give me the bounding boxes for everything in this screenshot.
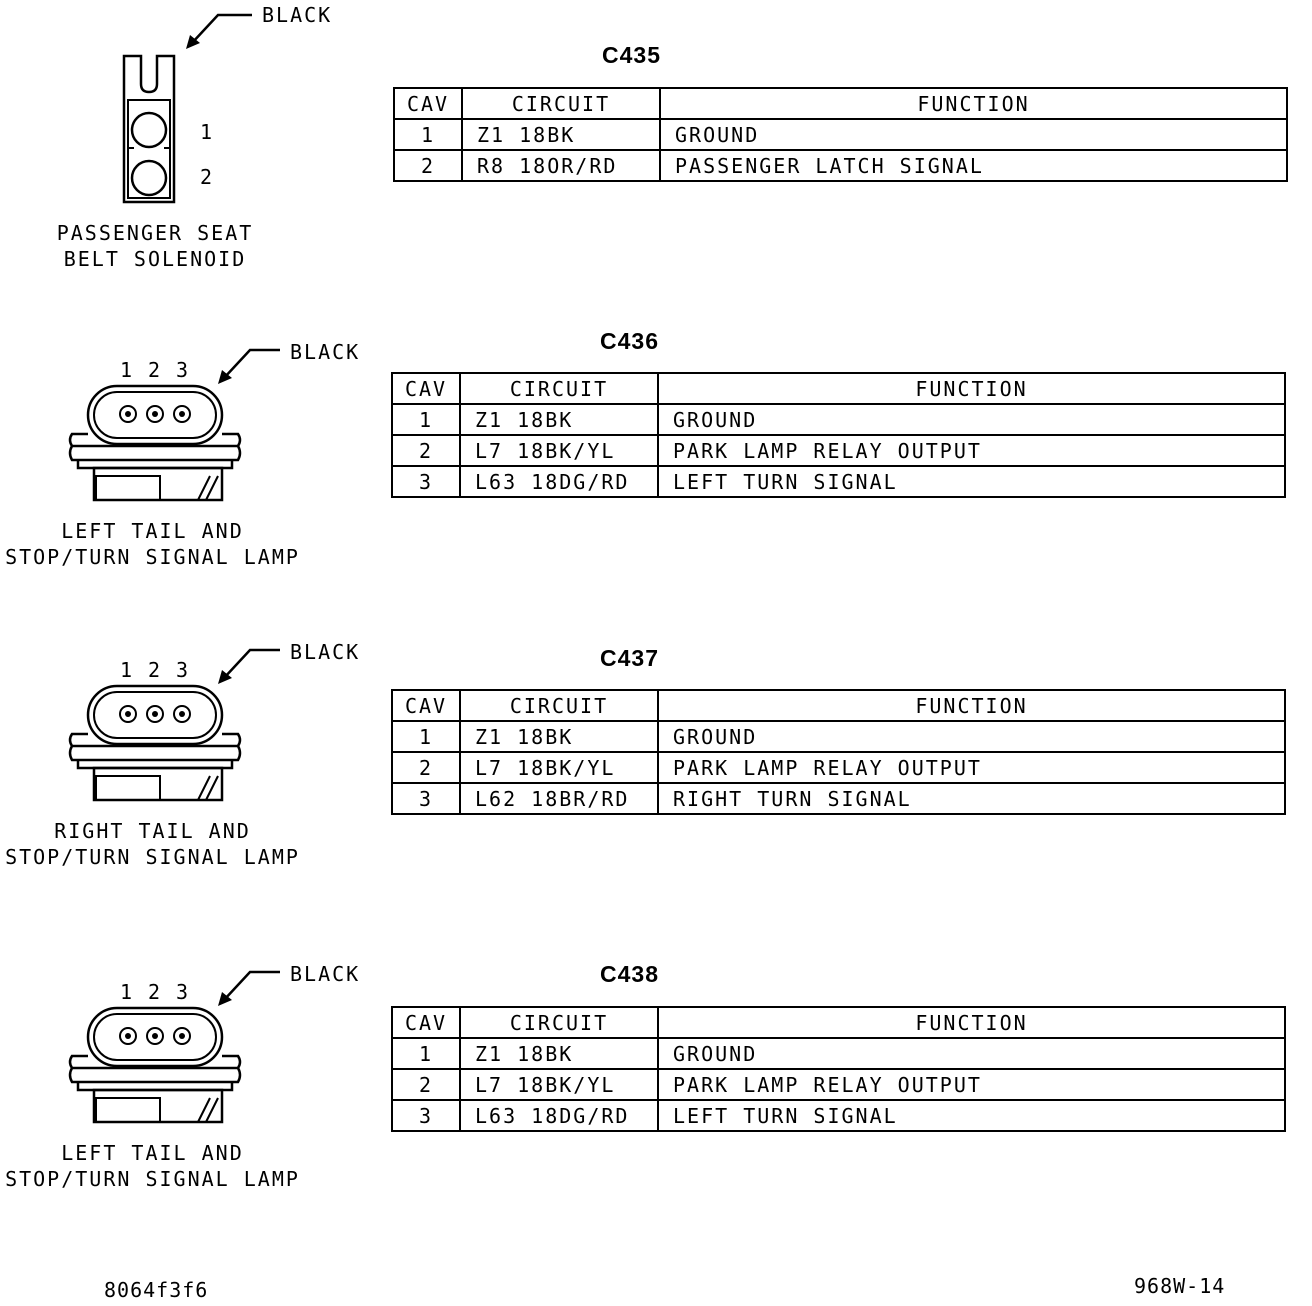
connector-id: C438: [600, 961, 659, 987]
table-row: 1 Z1 18BK GROUND: [391, 1037, 1286, 1070]
pinout-table: CAV CIRCUIT FUNCTION 1 Z1 18BK GROUND 2 …: [393, 87, 1288, 182]
pin-number-3: 3: [176, 358, 191, 382]
leader-arrow-icon: [218, 348, 280, 384]
leader-arrow-icon: [218, 648, 280, 684]
two-pin-connector-icon: [122, 54, 176, 204]
three-pin-connector-icon: [68, 1006, 242, 1124]
color-label: BLACK: [262, 3, 333, 27]
pinout-table: CAV CIRCUIT FUNCTION 1 Z1 18BK GROUND 2 …: [391, 689, 1286, 815]
pin-number-1: 1: [200, 120, 215, 144]
table-row: 1 Z1 18BK GROUND: [391, 720, 1286, 753]
table-row: 2 R8 18OR/RD PASSENGER LATCH SIGNAL: [393, 149, 1288, 182]
table-row: 2 L7 18BK/YL PARK LAMP RELAY OUTPUT: [391, 1068, 1286, 1101]
table-row: 2 L7 18BK/YL PARK LAMP RELAY OUTPUT: [391, 751, 1286, 784]
table-row: 2 L7 18BK/YL PARK LAMP RELAY OUTPUT: [391, 434, 1286, 467]
three-pin-connector-icon: [68, 684, 242, 802]
table-row: 3 L63 18DG/RD LEFT TURN SIGNAL: [391, 1099, 1286, 1132]
table-header-row: CAV CIRCUIT FUNCTION: [391, 1006, 1286, 1039]
pinout-table: CAV CIRCUIT FUNCTION 1 Z1 18BK GROUND 2 …: [391, 1006, 1286, 1132]
color-label: BLACK: [290, 640, 361, 664]
pin-number-1: 1: [120, 658, 135, 682]
connector-caption: PASSENGER SEAT BELT SOLENOID: [56, 221, 254, 271]
table-row: 1 Z1 18BK GROUND: [391, 403, 1286, 436]
color-label: BLACK: [290, 340, 361, 364]
footer-left-code: 8064f3f6: [104, 1278, 209, 1302]
table-header-row: CAV CIRCUIT FUNCTION: [393, 87, 1288, 120]
table-row: 1 Z1 18BK GROUND: [393, 118, 1288, 151]
table-row: 3 L63 18DG/RD LEFT TURN SIGNAL: [391, 465, 1286, 498]
table-row: 3 L62 18BR/RD RIGHT TURN SIGNAL: [391, 782, 1286, 815]
connector-id: C437: [600, 645, 659, 671]
pin-number-1: 1: [120, 358, 135, 382]
table-header-row: CAV CIRCUIT FUNCTION: [391, 689, 1286, 722]
leader-arrow-icon: [186, 13, 252, 49]
pin-number-2: 2: [148, 980, 163, 1004]
color-label: BLACK: [290, 962, 361, 986]
pinout-table: CAV CIRCUIT FUNCTION 1 Z1 18BK GROUND 2 …: [391, 372, 1286, 498]
pin-number-3: 3: [176, 658, 191, 682]
footer-right-code: 968W-14: [1134, 1274, 1226, 1298]
pin-number-2: 2: [200, 165, 215, 189]
pin-number-1: 1: [120, 980, 135, 1004]
pin-number-3: 3: [176, 980, 191, 1004]
pin-number-2: 2: [148, 358, 163, 382]
three-pin-connector-icon: [68, 384, 242, 502]
connector-id: C436: [600, 328, 659, 354]
connector-caption: LEFT TAIL AND STOP/TURN SIGNAL LAMP: [5, 519, 300, 569]
table-header-row: CAV CIRCUIT FUNCTION: [391, 372, 1286, 405]
pin-number-2: 2: [148, 658, 163, 682]
connector-caption: RIGHT TAIL AND STOP/TURN SIGNAL LAMP: [5, 819, 300, 869]
connector-caption: LEFT TAIL AND STOP/TURN SIGNAL LAMP: [5, 1141, 300, 1191]
connector-id: C435: [602, 42, 661, 68]
leader-arrow-icon: [218, 970, 280, 1006]
